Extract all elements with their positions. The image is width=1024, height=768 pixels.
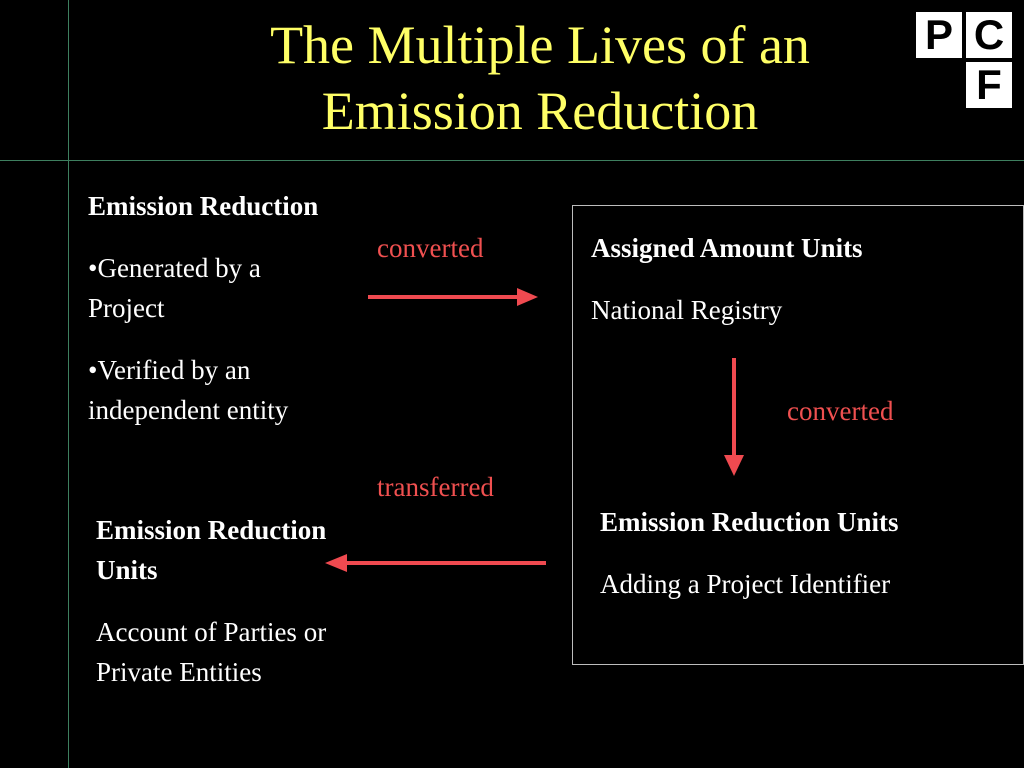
title-line-2: Emission Reduction xyxy=(321,81,759,141)
account-of-parties-text: Account of Parties or Private Entities xyxy=(96,612,416,692)
assigned-amount-units-heading: Assigned Amount Units xyxy=(591,233,863,263)
bullet-generated-line-1: •Generated by a xyxy=(88,253,261,283)
emission-reduction-heading: Emission Reduction xyxy=(88,191,319,221)
converted-label-top: converted xyxy=(377,233,484,263)
pcf-logo: P C F xyxy=(914,8,1018,112)
bullet-generated: •Generated by a Project xyxy=(88,248,388,328)
eru-account-heading: Emission Reduction Units xyxy=(96,515,326,585)
account-line-1: Account of Parties or xyxy=(96,617,327,647)
logo-letter-c: C xyxy=(966,12,1012,58)
eru-account-block: Emission Reduction Units Account of Part… xyxy=(96,510,416,692)
bullet-verified-line-1: •Verified by an xyxy=(88,355,251,385)
bullet-generated-line-2: Project xyxy=(88,293,165,323)
transferred-label: transferred xyxy=(377,472,494,502)
account-line-2: Private Entities xyxy=(96,657,262,687)
eru-registry-heading: Emission Reduction Units xyxy=(600,507,899,537)
logo-letter-f: F xyxy=(966,62,1012,108)
bullet-verified: •Verified by an independent entity xyxy=(88,350,388,430)
eru-account-heading-line-1: Emission Reduction xyxy=(96,515,327,545)
slide-title: The Multiple Lives of an Emission Reduct… xyxy=(160,12,920,144)
logo-letter-p: P xyxy=(916,12,962,58)
converted-label-right: converted xyxy=(787,396,894,426)
horizontal-rule xyxy=(0,160,1024,161)
eru-account-heading-line-2: Units xyxy=(96,555,158,585)
assigned-amount-units-block: Assigned Amount Units National Registry xyxy=(591,228,1011,330)
bullet-verified-line-2: independent entity xyxy=(88,395,289,425)
emission-reduction-block: Emission Reduction •Generated by a Proje… xyxy=(88,186,388,430)
eru-registry-block: Emission Reduction Units Adding a Projec… xyxy=(600,502,1015,604)
national-registry-text: National Registry xyxy=(591,295,783,325)
project-identifier-text: Adding a Project Identifier xyxy=(600,569,891,599)
arrow-converted-right xyxy=(368,288,538,306)
arrow-transferred-left xyxy=(325,554,546,572)
title-line-1: The Multiple Lives of an xyxy=(270,15,810,75)
arrow-converted-down xyxy=(724,358,744,476)
vertical-rule xyxy=(68,0,69,768)
